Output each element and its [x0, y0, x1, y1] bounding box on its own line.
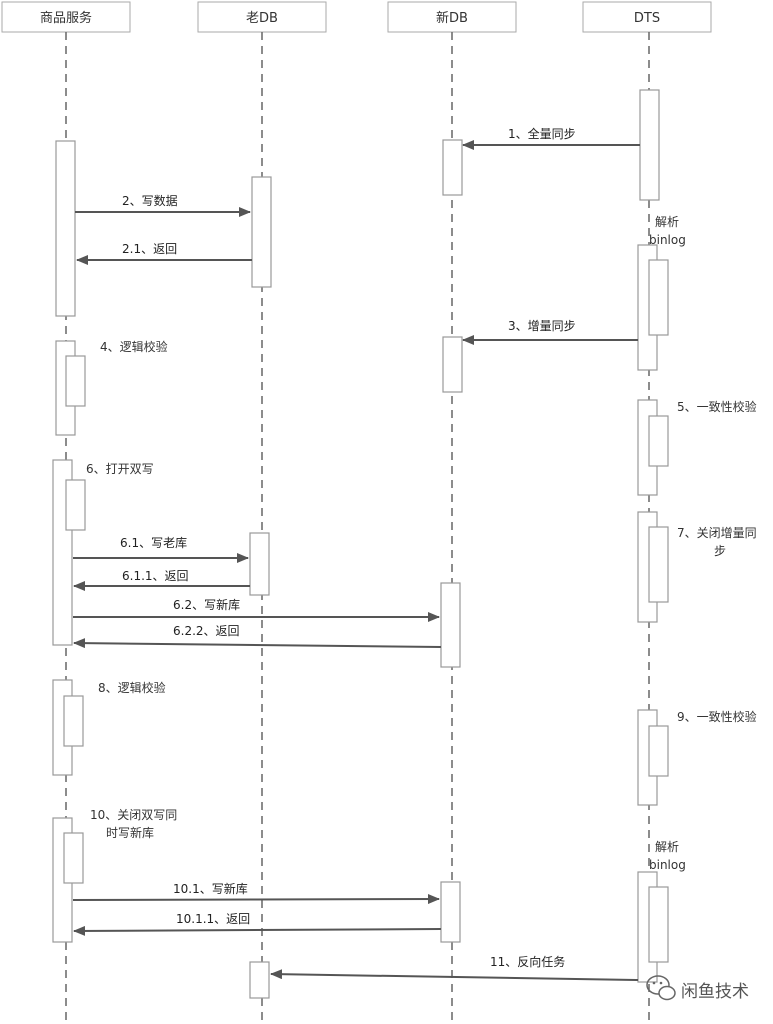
message-label-6-2-2: 6.2.2、返回	[173, 624, 240, 638]
message-label-1: 1、全量同步	[508, 126, 576, 141]
message-label-3: 3、增量同步	[508, 319, 576, 333]
activation-box	[65, 479, 86, 531]
activation-box	[648, 526, 669, 603]
activation-box	[639, 89, 660, 201]
message-label-2-1: 2.1、返回	[122, 242, 177, 256]
activation-box	[648, 415, 669, 467]
activation-box	[442, 139, 463, 196]
participant-new-db-label: 新DB	[436, 10, 468, 26]
participant-svc: 商品服务	[1, 1, 131, 33]
activation-box	[440, 582, 461, 668]
message-label-10-1-1: 10.1.1、返回	[176, 912, 250, 926]
participant-dts-label: DTS	[634, 11, 660, 26]
participant-dts: DTS	[582, 1, 712, 33]
activation-box	[648, 259, 669, 336]
activation-box	[440, 881, 461, 943]
participant-old-db: 老DB	[197, 1, 327, 33]
note-line: 时写新库	[106, 825, 154, 840]
activation-box	[249, 532, 270, 596]
message-arrow-6-2-2	[73, 638, 442, 649]
activation-box	[442, 336, 463, 393]
note-line: binlog	[649, 858, 686, 872]
note-line: 解析	[655, 840, 679, 854]
participant-svc-label: 商品服务	[40, 10, 92, 26]
note-line: 步	[714, 544, 726, 558]
message-label-6-2: 6.2、写新库	[173, 597, 240, 612]
activation-box	[63, 695, 84, 747]
message-label-6-1: 6.1、写老库	[120, 535, 187, 550]
note-parse-binlog-1: 解析 binlog	[649, 215, 686, 247]
watermark: 闲鱼技术	[646, 975, 749, 1002]
note-step6: 6、打开双写	[86, 462, 154, 476]
note-step5: 5、一致性校验	[677, 399, 757, 414]
activation-box	[55, 140, 76, 317]
wechat-icon	[646, 975, 676, 1001]
note-line: 7、关闭增量同	[677, 526, 757, 540]
message-label-6-1-1: 6.1.1、返回	[122, 569, 189, 583]
activation-box	[251, 176, 272, 288]
note-line: 10、关闭双写同	[90, 808, 177, 822]
note-step4: 4、逻辑校验	[100, 339, 168, 354]
note-line: 解析	[655, 215, 679, 229]
activation-box	[63, 832, 84, 884]
note-step9: 9、一致性校验	[677, 709, 757, 724]
activation-box	[65, 355, 86, 407]
watermark-text: 闲鱼技术	[681, 982, 749, 1002]
activation-box	[648, 886, 669, 963]
activation-box	[249, 961, 270, 999]
participant-old-db-label: 老DB	[246, 11, 278, 26]
note-line: binlog	[649, 233, 686, 247]
note-step7: 7、关闭增量同 步	[677, 526, 757, 558]
participant-new-db: 新DB	[387, 1, 517, 33]
note-step10: 10、关闭双写同 时写新库	[90, 808, 177, 840]
message-label-2: 2、写数据	[122, 193, 178, 208]
activation-box	[648, 725, 669, 777]
note-step8: 8、逻辑校验	[98, 680, 166, 695]
message-arrow-10-1	[72, 894, 440, 905]
message-arrow-11	[270, 969, 639, 981]
note-parse-binlog-2: 解析 binlog	[649, 840, 686, 872]
message-label-10-1: 10.1、写新库	[173, 881, 248, 896]
message-label-11: 11、反向任务	[490, 954, 565, 969]
message-arrow-10-1-1	[73, 925, 442, 936]
